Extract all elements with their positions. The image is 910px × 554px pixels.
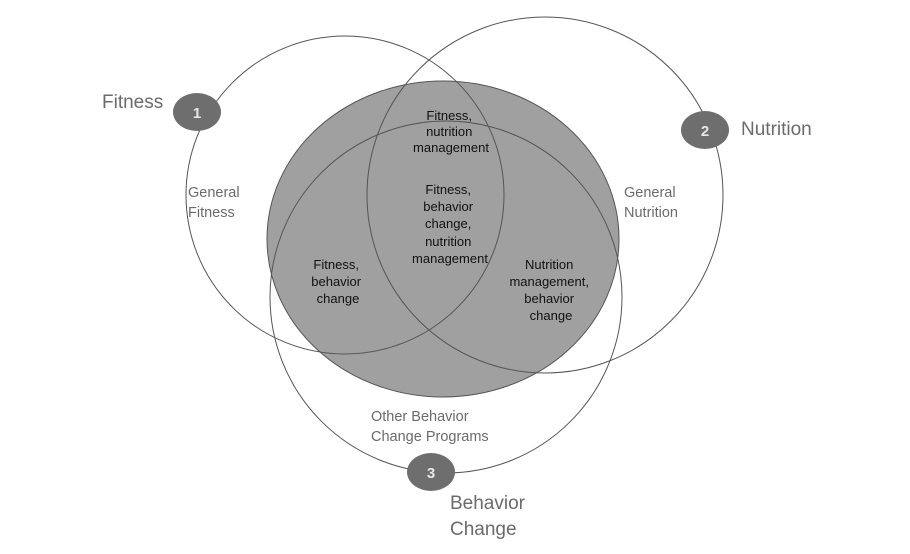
behavior-change-badge: 3 [407, 453, 455, 491]
region-nutrition-behavior: Nutrition management, behavior change [509, 257, 592, 323]
nutrition-badge: 2 [681, 111, 729, 149]
region-fitness-nutrition: Fitness, nutrition management [413, 108, 489, 155]
behavior-change-badge-number: 3 [427, 465, 435, 482]
fitness-circle [185, 35, 505, 355]
region-fitness-behavior: Fitness, behavior change [311, 257, 365, 306]
nutrition-circle [366, 16, 724, 374]
fitness-badge-number: 1 [193, 105, 201, 122]
behavior-change-set-label: Behavior Change [450, 493, 530, 540]
nutrition-badge-number: 2 [701, 123, 709, 140]
region-other-behavior-change-programs: Other Behavior Change Programs [371, 409, 489, 445]
region-general-nutrition: General Nutrition [624, 185, 680, 221]
fitness-set-label: Fitness [102, 92, 163, 113]
fitness-badge: 1 [173, 93, 221, 131]
region-all-three: Fitness, behavior change, nutrition mana… [412, 182, 488, 266]
region-general-fitness: General Fitness [188, 185, 244, 221]
shaded-overlap-region [266, 80, 620, 398]
nutrition-set-label: Nutrition [741, 119, 812, 140]
